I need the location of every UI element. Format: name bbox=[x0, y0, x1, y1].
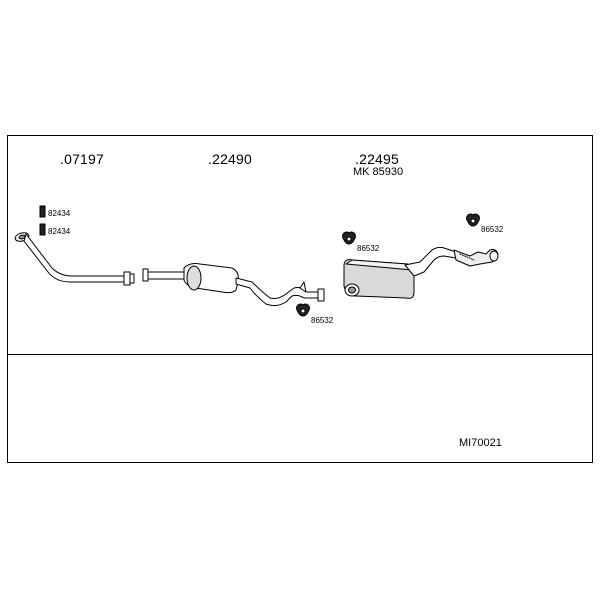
clamp-icon bbox=[39, 205, 46, 236]
diagram-divider bbox=[7, 354, 593, 355]
part-number-kit: MK 85930 bbox=[353, 166, 404, 178]
part-number-rear-silencer: .22495 bbox=[355, 151, 400, 167]
diagram-frame bbox=[7, 135, 593, 463]
hanger-label-mid: 86532 bbox=[311, 316, 334, 325]
rear-silencer-shape bbox=[343, 246, 499, 299]
part-number-front-pipe: .07197 bbox=[60, 151, 105, 167]
diagram-code: MI70021 bbox=[459, 437, 502, 449]
part-number-middle-section: .22490 bbox=[208, 151, 253, 167]
rubber-hanger-icon-front bbox=[342, 231, 356, 245]
middle-section-shape bbox=[142, 263, 325, 307]
hanger-label-front: 86532 bbox=[357, 244, 380, 253]
rubber-hanger-icon-mid bbox=[296, 303, 310, 317]
hanger-label-rear: 86532 bbox=[481, 225, 504, 234]
front-pipe-shape bbox=[14, 232, 135, 286]
clamp-label-2: 82434 bbox=[48, 227, 71, 236]
rubber-hanger-icon-rear bbox=[466, 213, 480, 227]
clamp-label-1: 82434 bbox=[48, 209, 71, 218]
